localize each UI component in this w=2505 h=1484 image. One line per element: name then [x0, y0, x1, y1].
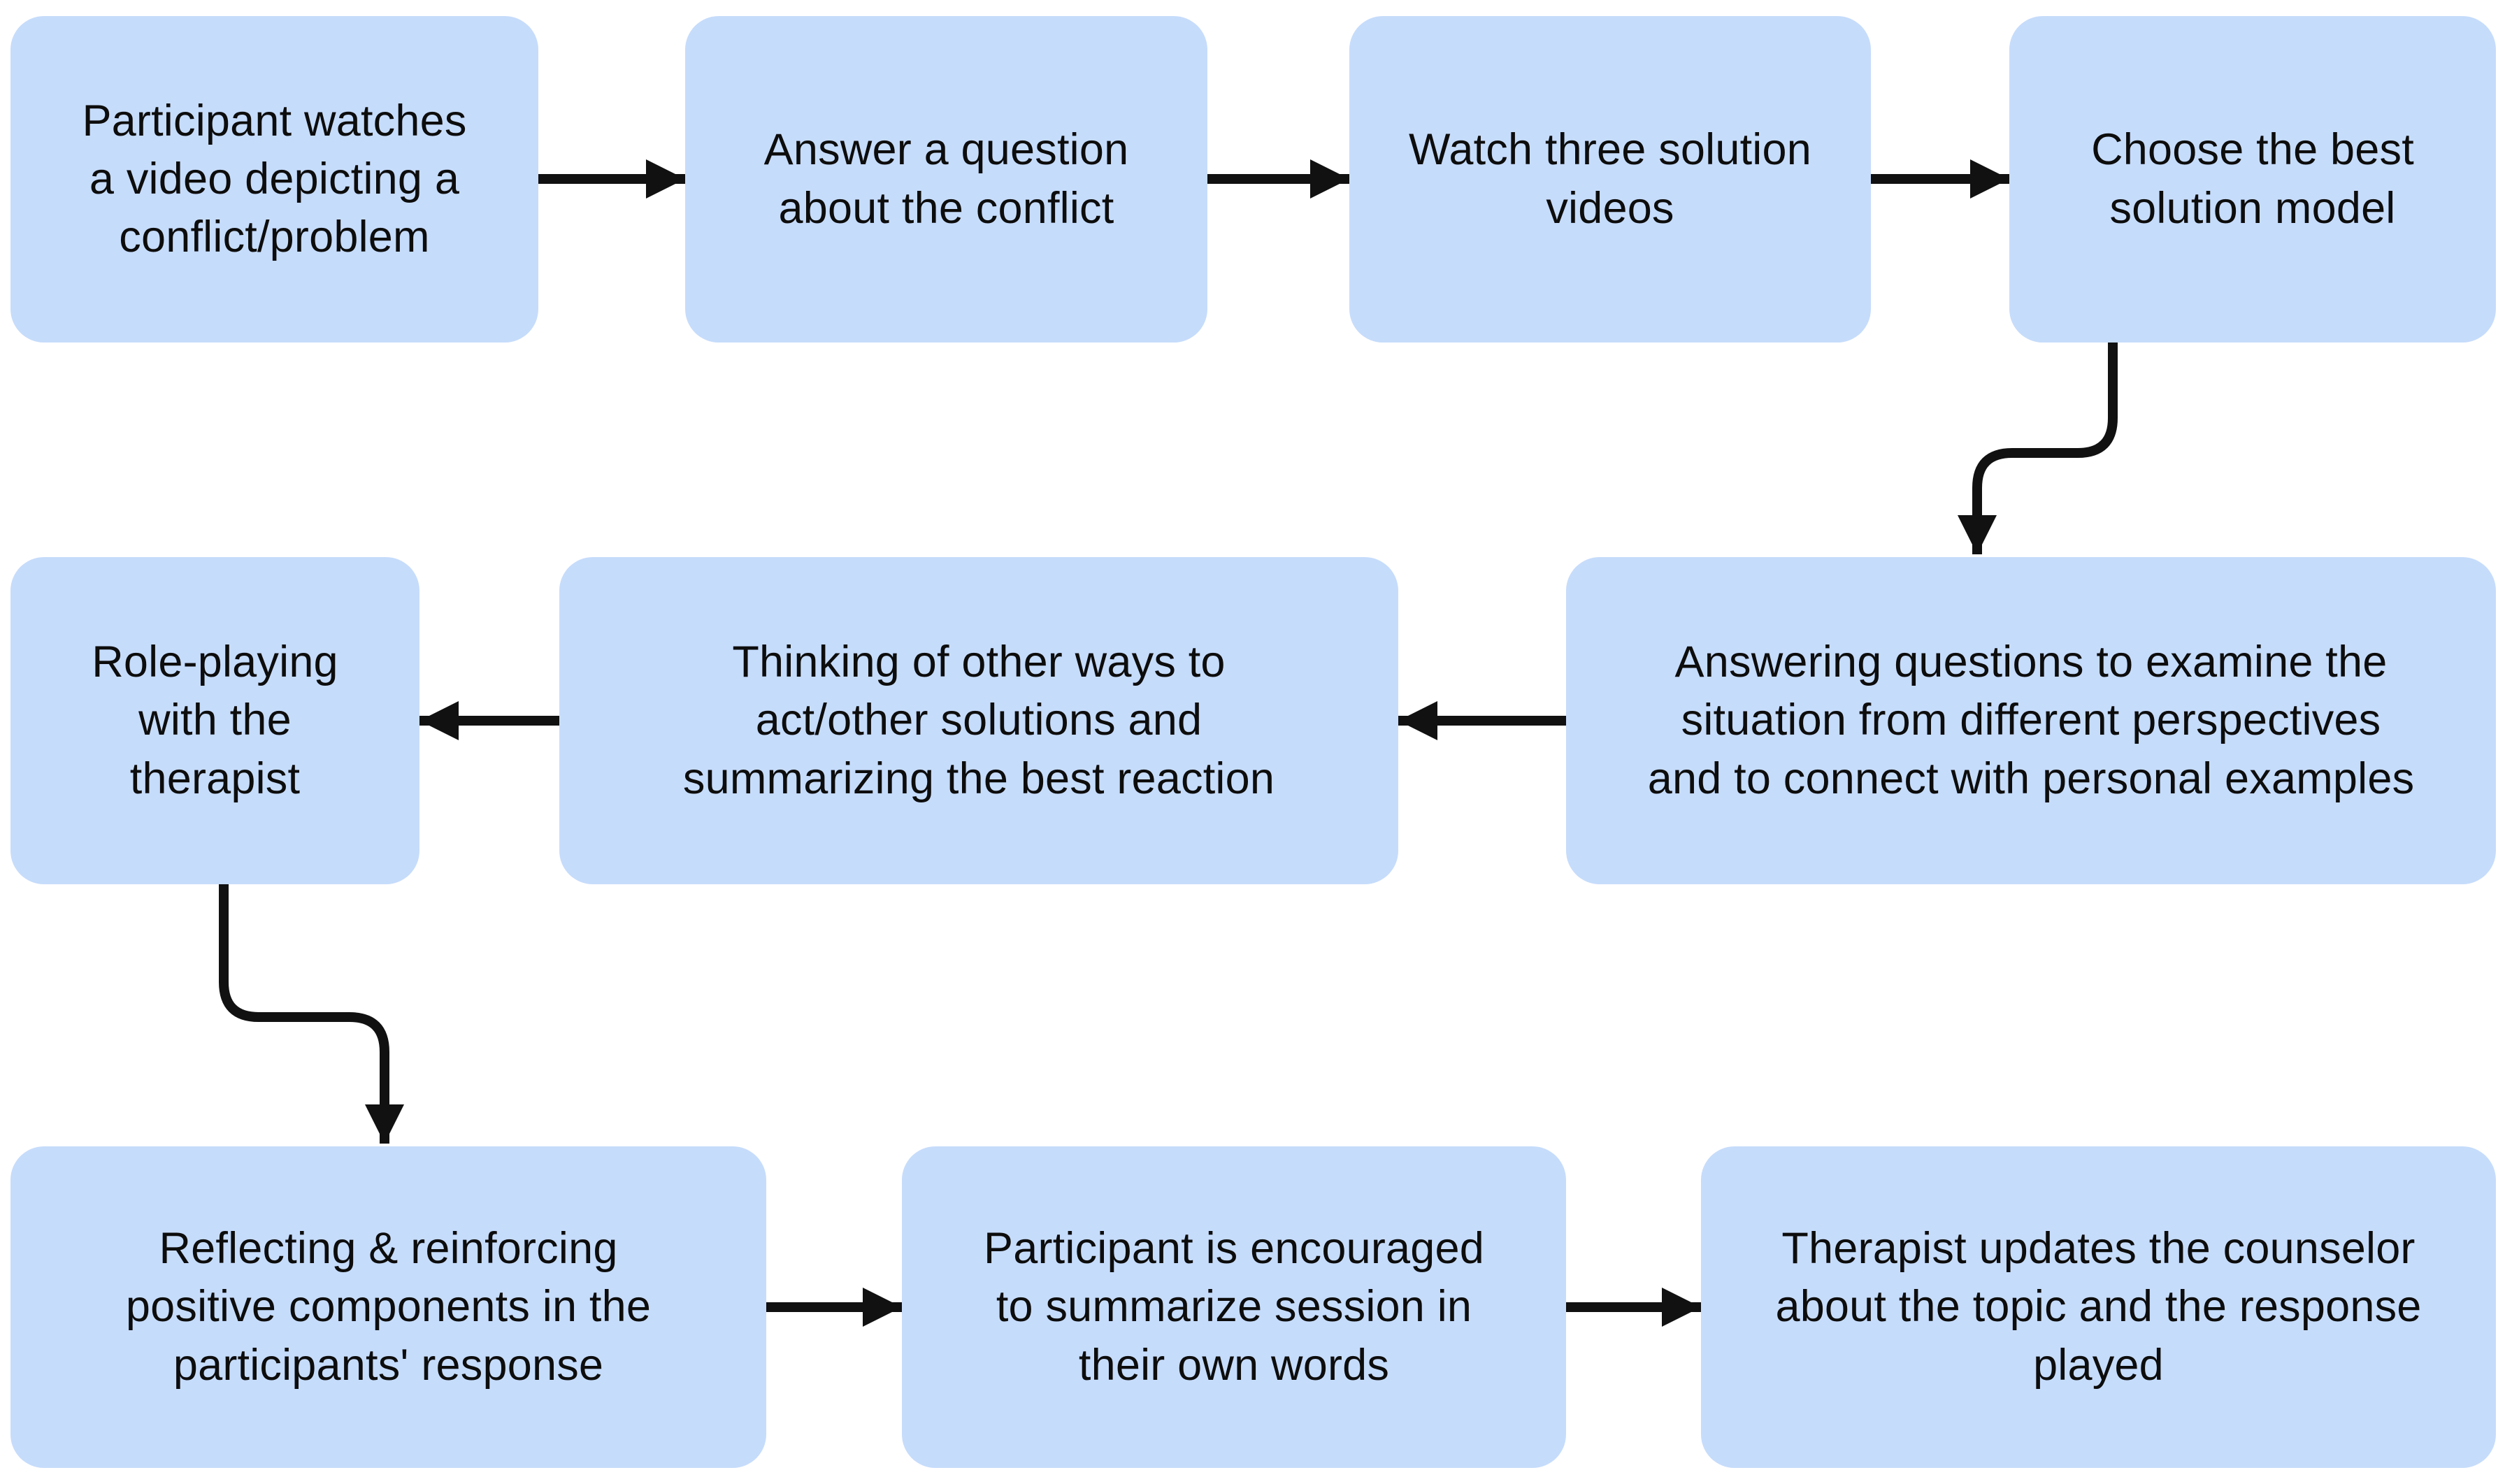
step-watch-conflict-video: Participant watches a video depicting a …: [10, 16, 538, 343]
step-watch-solution-videos-label: Watch three solution videos: [1409, 125, 1811, 233]
step-role-playing: Role-playing with the therapist: [10, 557, 419, 884]
step-therapist-updates: Therapist updates the counselor about th…: [1701, 1146, 2496, 1468]
step-watch-conflict-video-label: Participant watches a video depicting a …: [82, 96, 467, 262]
step-role-playing-label: Role-playing with the therapist: [92, 637, 338, 803]
step-answer-question: Answer a question about the conflict: [685, 16, 1207, 343]
step-thinking-other-ways: Thinking of other ways to act/other solu…: [559, 557, 1398, 884]
step-reflecting-reinforcing: Reflecting & reinforcing positive compon…: [10, 1146, 766, 1468]
step-therapist-updates-label: Therapist updates the counselor about th…: [1775, 1224, 2422, 1390]
step-summarize-session-label: Participant is encouraged to summarize s…: [984, 1224, 1484, 1390]
step-choose-best-solution: Choose the best solution model: [2009, 16, 2496, 343]
step-choose-best-solution-label: Choose the best solution model: [2091, 125, 2414, 233]
step-watch-solution-videos: Watch three solution videos: [1349, 16, 1871, 343]
step-answering-questions: Answering questions to examine the situa…: [1566, 557, 2496, 884]
step-summarize-session: Participant is encouraged to summarize s…: [902, 1146, 1566, 1468]
step-reflecting-reinforcing-label: Reflecting & reinforcing positive compon…: [125, 1224, 652, 1390]
step-answer-question-label: Answer a question about the conflict: [763, 125, 1129, 233]
arrow-choose-to-answering: [1958, 343, 2118, 554]
step-answering-questions-label: Answering questions to examine the situa…: [1647, 637, 2415, 803]
step-thinking-other-ways-label: Thinking of other ways to act/other solu…: [682, 637, 1275, 803]
arrow-roleplay-to-reflecting: [219, 884, 404, 1144]
